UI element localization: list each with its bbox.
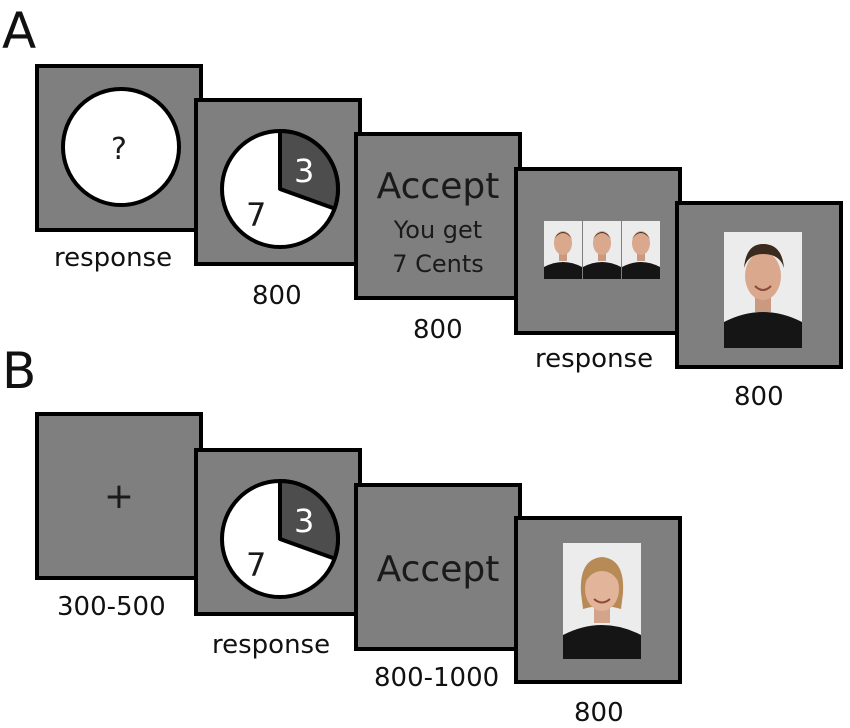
outcome-line-2: 7 Cents: [392, 250, 484, 278]
panel-a-caption-1: response: [54, 243, 173, 273]
panel-a-frame-face: [675, 201, 843, 369]
panel-b-caption-2: response: [212, 630, 331, 660]
question-mark: ?: [111, 132, 127, 167]
panel-b-label: B: [2, 342, 37, 400]
pie-label-large: 7: [246, 546, 267, 584]
face-photo-3: [622, 221, 660, 279]
male-face-icon: [544, 221, 582, 279]
panel-a-frame-pie: 3 7: [194, 98, 362, 266]
panel-b-frame-pie: 3 7: [194, 448, 362, 616]
accept-title: Accept: [376, 166, 500, 207]
panel-b-frame-accept: Accept: [354, 483, 522, 651]
male-face-icon: [622, 221, 660, 279]
panel-a-frame-question: ?: [35, 64, 203, 232]
face-photo-large: [724, 232, 802, 348]
panel-a-frame-three-faces: [514, 167, 682, 335]
panel-b-caption-4: 800: [574, 698, 624, 728]
panel-b-caption-1: 300-500: [57, 592, 166, 622]
panel-a-frame-accept-outcome: Accept You get 7 Cents: [354, 132, 522, 300]
panel-a-label: A: [2, 2, 37, 60]
probability-pie-icon: [220, 129, 340, 249]
male-face-icon: [583, 221, 621, 279]
panel-b-frame-face: [514, 516, 682, 684]
fixation-cross: +: [103, 476, 135, 517]
pie-label-small: 3: [294, 152, 315, 190]
question-circle-icon: [61, 87, 181, 207]
female-face-icon: [563, 543, 641, 659]
panel-b-frame-fixation: +: [35, 412, 203, 580]
face-photo-2: [583, 221, 621, 279]
outcome-line-1: You get: [393, 216, 483, 244]
pie-label-large: 7: [246, 196, 267, 234]
probability-pie-icon: [220, 479, 340, 599]
face-photo-1: [544, 221, 582, 279]
face-photo-female: [563, 543, 641, 659]
accept-title: Accept: [376, 549, 500, 590]
male-face-icon: [724, 232, 802, 348]
panel-b-caption-3: 800-1000: [374, 663, 500, 693]
panel-a-caption-3: 800: [413, 315, 463, 345]
panel-a-caption-4: response: [535, 344, 654, 374]
panel-a-caption-2: 800: [252, 281, 302, 311]
pie-label-small: 3: [294, 502, 315, 540]
panel-a-caption-5: 800: [734, 382, 784, 412]
